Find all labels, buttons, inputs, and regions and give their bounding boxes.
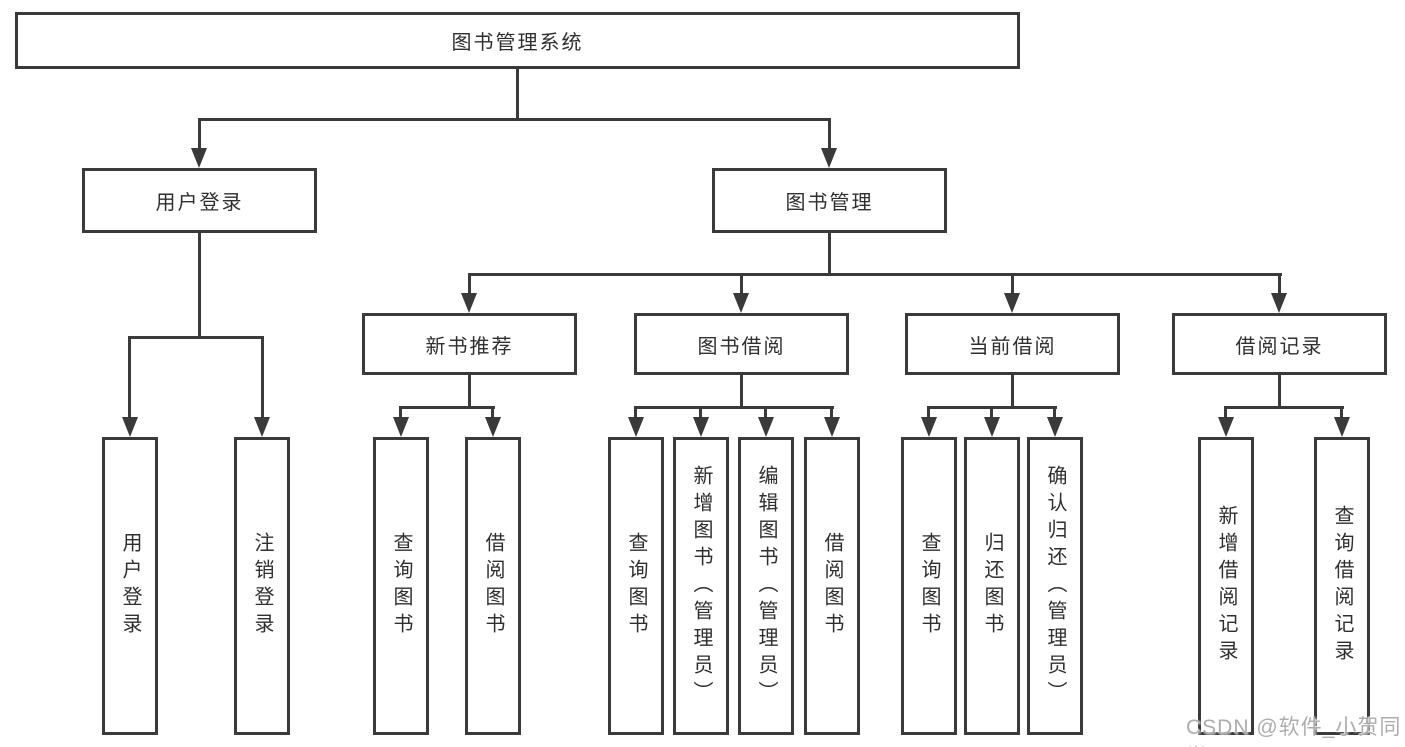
connector-drop-login [128, 336, 131, 420]
connector-drop-bb-borrow [830, 406, 833, 420]
leaf-br-add-record-label: 新增借阅记录 [1215, 505, 1237, 667]
connector-drop-nb-query [399, 406, 402, 420]
arrowhead-to-cb-confirm [1047, 417, 1063, 437]
connector-drop-cb-query [927, 406, 930, 420]
connector-borrow-records-stub [1278, 375, 1281, 407]
connector-drop-cb-return [990, 406, 993, 420]
leaf-cb-confirm-return-label: 确认归还（管理员） [1044, 464, 1066, 708]
connector-drop-br-add [1224, 406, 1227, 420]
connector-new-books-stub [468, 375, 471, 407]
leaf-nb-borrow-books: 借阅图书 [465, 437, 521, 735]
connector-drop-borrow-records [1278, 273, 1281, 296]
node-borrow-records-label: 借阅记录 [1235, 335, 1324, 358]
csdn-watermark: CSDN @软件_小贺同学 [1186, 716, 1402, 747]
leaf-bb-query-books: 查询图书 [608, 437, 664, 735]
connector-drop-user-login [198, 118, 201, 150]
node-user-login: 用户登录 [82, 168, 317, 233]
leaf-login: 用户登录 [102, 437, 158, 735]
connector-drop-book-borrow [740, 273, 743, 296]
leaf-bb-query-books-label: 查询图书 [625, 532, 647, 640]
leaf-nb-query-books: 查询图书 [373, 437, 429, 735]
connector-drop-bb-add [699, 406, 702, 420]
connector-root-stub [516, 69, 519, 118]
leaf-bb-edit-books: 编辑图书（管理员） [738, 437, 794, 735]
leaf-bb-add-books-label: 新增图书（管理员） [690, 464, 712, 708]
connector-drop-new-books [468, 273, 471, 296]
node-library-system-label: 图书管理系统 [451, 32, 584, 54]
arrowhead-to-current-borrow [1004, 293, 1020, 313]
leaf-bb-borrow-books: 借阅图书 [804, 437, 860, 735]
connector-drop-logout [261, 336, 264, 420]
node-new-books: 新书推荐 [362, 313, 577, 375]
leaf-login-label: 用户登录 [119, 532, 141, 640]
connector-new-books-branch [399, 406, 495, 409]
node-new-books-label: 新书推荐 [425, 335, 514, 358]
leaf-nb-borrow-books-label: 借阅图书 [482, 532, 504, 640]
connector-drop-nb-borrow [491, 406, 494, 420]
node-current-borrow: 当前借阅 [905, 313, 1120, 375]
arrowhead-to-book-borrow [733, 293, 749, 313]
node-current-borrow-label: 当前借阅 [968, 335, 1057, 358]
arrowhead-to-login [122, 417, 138, 437]
connector-borrow-records-branch [1224, 406, 1344, 409]
leaf-bb-edit-books-label: 编辑图书（管理员） [755, 464, 777, 708]
arrowhead-to-br-query [1334, 417, 1350, 437]
arrowhead-to-bb-borrow [824, 417, 840, 437]
connector-drop-br-query [1340, 406, 1343, 420]
connector-drop-bb-query [634, 406, 637, 420]
arrowhead-to-new-books [461, 293, 477, 313]
connector-drop-cb-confirm [1053, 406, 1056, 420]
leaf-br-add-record: 新增借阅记录 [1198, 437, 1254, 735]
node-book-mgmt-label: 图书管理 [785, 192, 874, 214]
connector-drop-bb-edit [764, 406, 767, 420]
leaf-cb-return-books: 归还图书 [964, 437, 1020, 735]
arrowhead-to-nb-borrow [485, 417, 501, 437]
node-book-mgmt: 图书管理 [712, 168, 947, 233]
leaf-logout: 注销登录 [234, 437, 290, 735]
arrowhead-to-user-login [191, 148, 207, 168]
arrowhead-to-cb-query [921, 417, 937, 437]
leaf-cb-return-books-label: 归还图书 [981, 532, 1003, 640]
connector-book-mgmt-stub [828, 233, 831, 276]
leaf-cb-confirm-return: 确认归还（管理员） [1027, 437, 1083, 735]
node-user-login-label: 用户登录 [155, 192, 244, 214]
arrowhead-to-bb-add [693, 417, 709, 437]
leaf-bb-add-books: 新增图书（管理员） [673, 437, 729, 735]
leaf-cb-query-books-label: 查询图书 [918, 532, 940, 640]
node-library-system: 图书管理系统 [15, 12, 1020, 69]
arrowhead-to-borrow-records [1271, 293, 1287, 313]
connector-level2-branch [198, 118, 831, 121]
leaf-cb-query-books: 查询图书 [901, 437, 957, 735]
connector-drop-current-borrow [1011, 273, 1014, 296]
node-borrow-records: 借阅记录 [1172, 313, 1387, 375]
connector-book-borrow-branch [634, 406, 834, 409]
leaf-br-query-record-label: 查询借阅记录 [1331, 505, 1353, 667]
connector-drop-book-mgmt [828, 118, 831, 150]
arrowhead-to-book-mgmt [821, 148, 837, 168]
leaf-logout-label: 注销登录 [251, 532, 273, 640]
arrowhead-to-br-add [1218, 417, 1234, 437]
arrowhead-to-logout [254, 417, 270, 437]
arrowhead-to-bb-edit [758, 417, 774, 437]
connector-user-login-stub [198, 233, 201, 337]
arrowhead-to-cb-return [984, 417, 1000, 437]
arrowhead-to-nb-query [393, 417, 409, 437]
leaf-bb-borrow-books-label: 借阅图书 [821, 532, 843, 640]
node-book-borrow: 图书借阅 [634, 313, 849, 375]
leaf-br-query-record: 查询借阅记录 [1314, 437, 1370, 735]
connector-level3-branch [468, 273, 1282, 276]
connector-current-borrow-stub [1011, 375, 1014, 407]
arrowhead-to-bb-query [628, 417, 644, 437]
node-book-borrow-label: 图书借阅 [697, 335, 786, 358]
connector-book-borrow-stub [740, 375, 743, 407]
leaf-nb-query-books-label: 查询图书 [390, 532, 412, 640]
connector-user-login-branch [128, 336, 264, 339]
